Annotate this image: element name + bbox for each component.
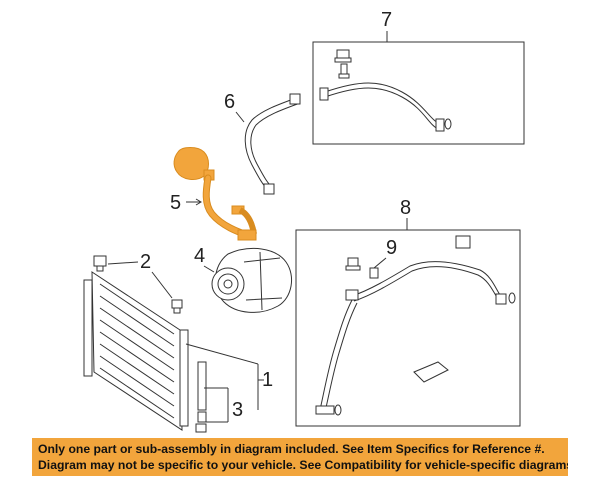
notice-banner: Only one part or sub-assembly in diagram…: [32, 438, 568, 476]
compressor-4: 4: [194, 245, 293, 313]
hose-fitting-highlight: [173, 147, 209, 180]
notice-line-1: Only one part or sub-assembly in diagram…: [38, 442, 545, 456]
condenser-1: 1 3: [83, 271, 273, 433]
callout-2: 2: [140, 251, 151, 273]
callout-8: 8: [400, 197, 411, 219]
assembly-7-box: [312, 41, 525, 145]
callout-1: 1: [262, 369, 273, 391]
callout-6: 6: [224, 91, 235, 113]
part-2: 2: [93, 251, 183, 314]
callout-9: 9: [386, 237, 397, 259]
callout-5: 5: [170, 192, 181, 214]
callout-7: 7: [381, 9, 392, 31]
condenser-core: [91, 271, 183, 431]
assembly-8-box: [295, 229, 521, 427]
valve-part: [338, 63, 350, 79]
callout-4: 4: [194, 245, 205, 267]
assembly-7: 7: [312, 9, 525, 145]
callout-3: 3: [232, 399, 243, 421]
hose-6: 6: [224, 91, 301, 195]
notice-line-2: Diagram may not be specific to your vehi…: [38, 458, 568, 472]
suction-hose-5: 5: [170, 147, 257, 241]
cap-part: [334, 49, 352, 63]
assembly-8: 8 9: [295, 197, 521, 427]
